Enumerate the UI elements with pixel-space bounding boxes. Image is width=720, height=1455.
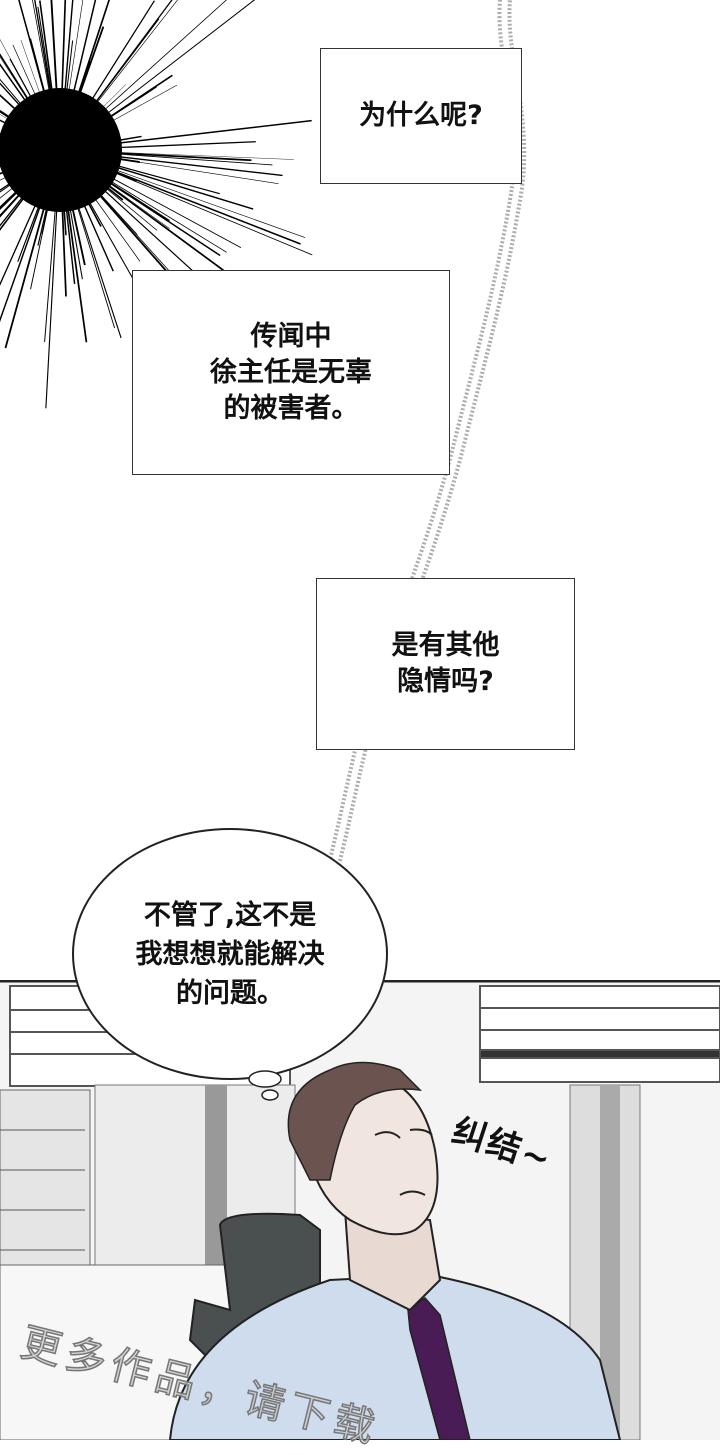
caption-line: 是有其他 (392, 628, 500, 664)
caption-box-why: 为什么呢? (320, 48, 522, 184)
thought-bubble-tail (240, 1065, 290, 1105)
caption-box-rumor: 传闻中 徐主任是无辜 的被害者。 (132, 270, 450, 475)
caption-line: 为什么呢? (359, 98, 483, 134)
caption-box-hidden-reason: 是有其他 隐情吗? (316, 578, 575, 750)
caption-line: 传闻中 (210, 319, 372, 355)
caption-line: 的被害者。 (210, 391, 372, 427)
speech-line: 我想想就能解决 (136, 935, 325, 974)
caption-line: 徐主任是无辜 (210, 355, 372, 391)
speech-line: 不管了,这不是 (144, 896, 316, 935)
caption-line: 隐情吗? (392, 664, 500, 700)
speech-bubble: 不管了,这不是 我想想就能解决 的问题。 (72, 828, 388, 1080)
speech-line: 的问题。 (176, 974, 284, 1013)
